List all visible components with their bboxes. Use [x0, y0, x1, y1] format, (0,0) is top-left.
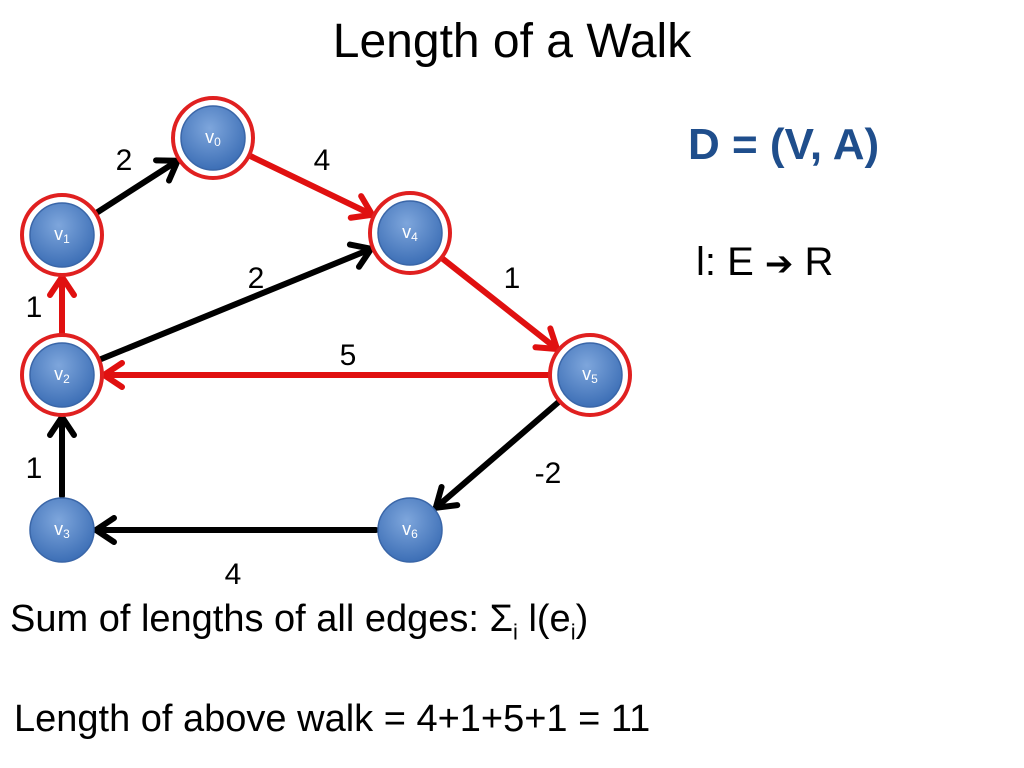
walk-graph: v0 v1 v2 v3 v4 v5 v6 2 4 2 1 1 5 1 -2 4: [20, 96, 632, 591]
node-v2: v2: [20, 333, 104, 417]
edge-index-sub: i: [570, 619, 576, 645]
length-function: l: E ➔ R: [696, 240, 833, 285]
edge-weight-v5-v2: 5: [340, 339, 357, 372]
edge-weight-v4-v5: 1: [504, 262, 521, 295]
sum-formula: Sum of lengths of all edges: Σi l(ei): [10, 598, 588, 646]
node-v4: v4: [368, 191, 452, 275]
edge-weight-v6-v3: 4: [225, 558, 242, 591]
edge-v2-v1: [47, 274, 77, 336]
digraph-definition: D = (V, A): [688, 120, 880, 169]
walk-highlight-ring: [20, 333, 104, 417]
length-function-domain: l: E: [696, 240, 754, 284]
walk-highlight-ring: [548, 333, 632, 417]
heavy-right-arrow-icon: ➔: [764, 244, 794, 284]
node-label-v4: v4: [402, 222, 418, 244]
edge-v5-v2: [101, 360, 551, 390]
node-label-v3: v3: [54, 519, 70, 541]
node-v3: v3: [29, 497, 95, 563]
sum-formula-suffix: ): [575, 598, 589, 640]
edge-v3-v2: [47, 414, 77, 499]
length-function-codomain: R: [804, 240, 834, 284]
edge-v0-v4: [247, 153, 376, 221]
walk-highlight-ring: [20, 193, 104, 277]
node-label-v0: v0: [205, 127, 221, 149]
arrowhead-icon: [93, 515, 117, 545]
edge-weight-v0-v4: 4: [314, 144, 331, 177]
edge-v2-v4: [97, 241, 375, 363]
node-v6: v6: [377, 497, 443, 563]
node-label-v2: v2: [54, 364, 70, 386]
node-label-v5: v5: [582, 364, 598, 386]
arrowhead-icon: [432, 483, 461, 511]
edge-v5-v6: [432, 399, 562, 511]
node-v1: v1: [20, 193, 104, 277]
node-label-v1: v1: [54, 224, 70, 246]
slide-title: Length of a Walk: [332, 15, 692, 68]
sum-formula-prefix: Sum of lengths of all edges: Σ: [10, 598, 513, 640]
edge-weight-v1-v0: 2: [116, 144, 133, 177]
edge-weight-v5-v6: -2: [535, 457, 562, 490]
walk-length-result: Length of above walk = 4+1+5+1 = 11: [14, 698, 651, 740]
walk-highlight-ring: [368, 191, 452, 275]
edge-labels-layer: 2 4 2 1 1 5 1 -2 4: [26, 144, 562, 591]
edge-weight-v2-v4: 2: [248, 262, 265, 295]
node-v5: v5: [548, 333, 632, 417]
sum-index-sub: i: [513, 619, 518, 645]
sum-formula-mid: l(e: [517, 598, 571, 640]
edge-weight-v2-v1: 1: [26, 291, 43, 324]
edge-v4-v5: [439, 256, 561, 352]
arrowhead-icon: [346, 241, 375, 270]
node-label-v6: v6: [402, 519, 418, 541]
edge-v6-v3: [93, 515, 379, 545]
arrowhead-icon: [153, 157, 181, 184]
edge-v1-v0: [94, 157, 181, 216]
node-v0: v0: [171, 96, 255, 180]
nodes-layer: v0 v1 v2 v3 v4 v5 v6: [20, 96, 632, 563]
edge-weight-v3-v2: 1: [26, 452, 43, 485]
walk-highlight-ring: [171, 96, 255, 180]
edges-layer: [47, 153, 562, 545]
